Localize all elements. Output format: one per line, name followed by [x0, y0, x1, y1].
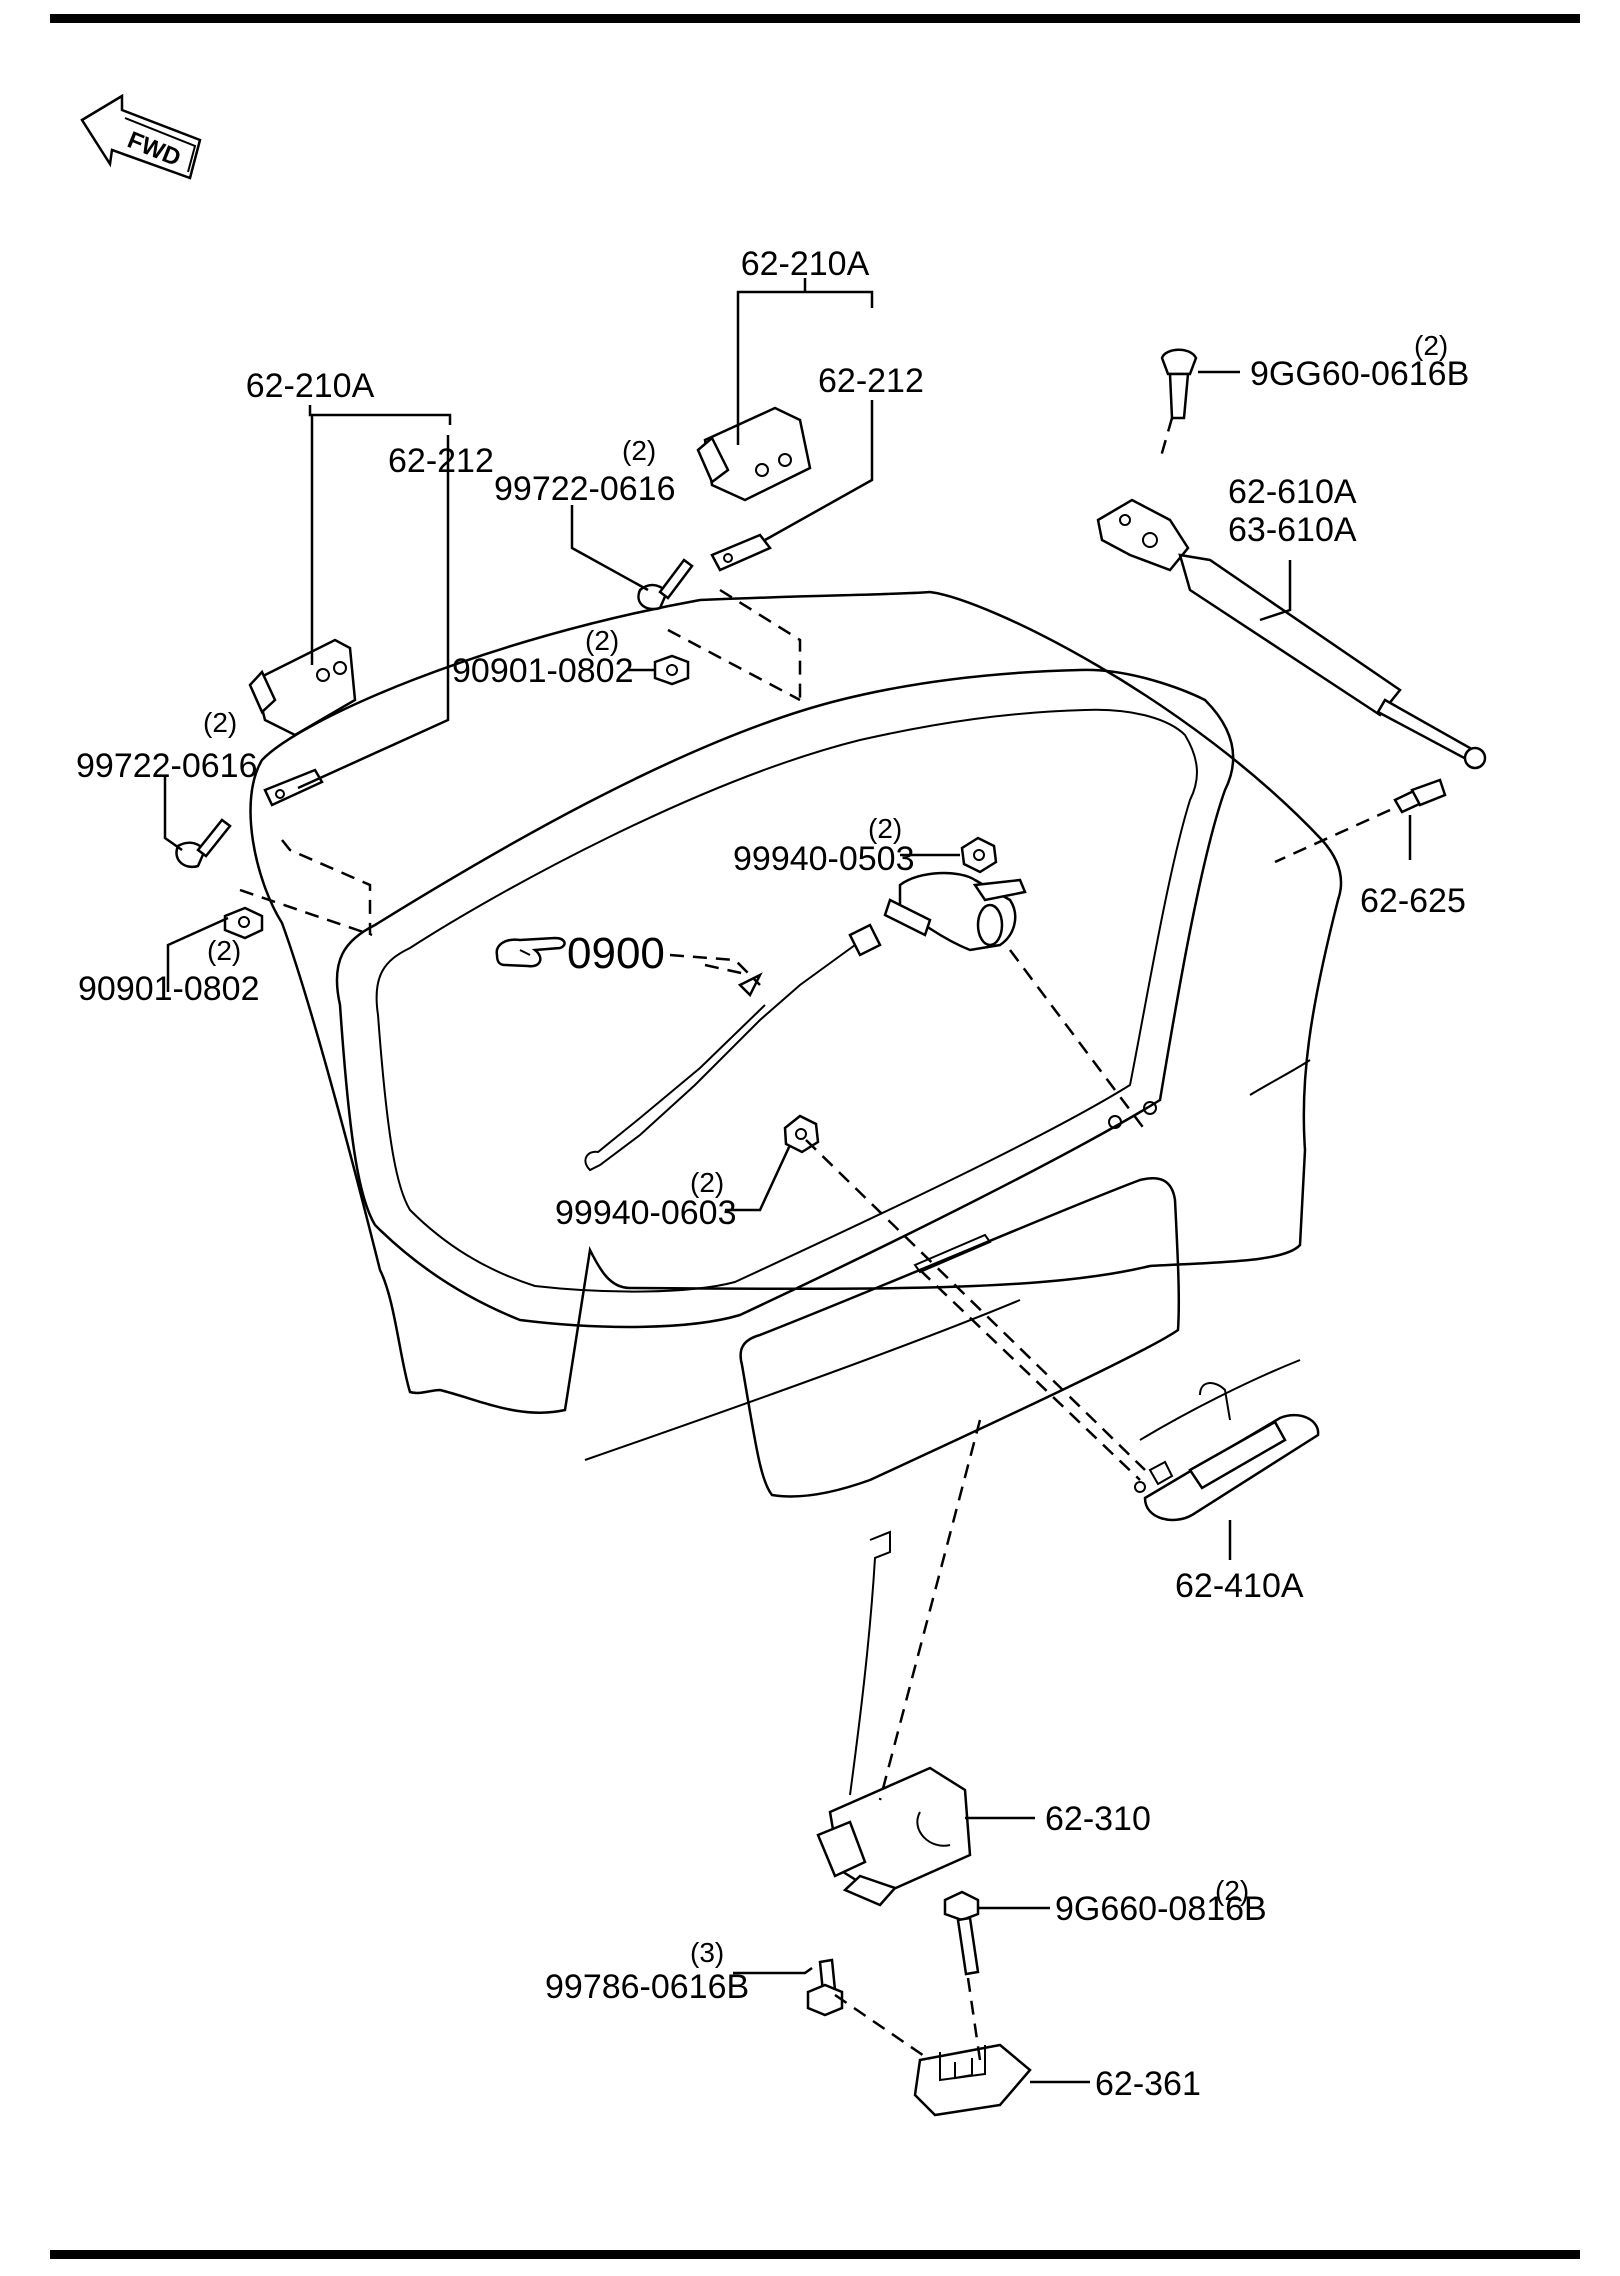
- label-latch-bolt: 99786-0616B: [545, 1968, 749, 2006]
- qty-nut-right: (2): [585, 625, 619, 656]
- ball-stud: [1393, 778, 1447, 814]
- nut-left: [223, 906, 264, 940]
- striker: [913, 2043, 1032, 2117]
- latch-bolt: [806, 1958, 844, 2017]
- label-ball-stud: 62-625: [1360, 882, 1466, 920]
- wiper-nut: [960, 836, 998, 874]
- label-handle: 62-410A: [1175, 1567, 1304, 1605]
- qty-nut-left: (2): [207, 935, 241, 966]
- label-wiper-ref: 0900: [567, 929, 665, 978]
- liftgate-panel: [249, 590, 1343, 1498]
- nut-right: [653, 654, 690, 686]
- label-lock: 62-310: [1045, 1800, 1151, 1838]
- label-glass-nut: 99940-0603: [555, 1194, 737, 1232]
- bottom-rule: [50, 2250, 1580, 2259]
- label-hinge-assy-right: 62-210A: [741, 245, 870, 283]
- label-striker: 62-361: [1095, 2065, 1201, 2103]
- label-hinge-left: 62-212: [388, 442, 494, 480]
- top-rule: [50, 14, 1580, 23]
- qty-glass-nut: (2): [690, 1167, 724, 1198]
- hinge-left: [248, 638, 357, 807]
- lock-bolt: [943, 1890, 980, 1976]
- lock-cable: [849, 1530, 891, 1796]
- qty-lock-bolt: (2): [1215, 1875, 1249, 1906]
- label-hinge-right: 62-212: [818, 362, 924, 400]
- fwd-arrow-icon: FWD: [80, 93, 202, 180]
- label-bolt-hinge-right: 99722-0616: [494, 470, 676, 508]
- leader-lines: [163, 278, 1412, 2084]
- label-wiper-nut: 99940-0503: [733, 840, 915, 878]
- callout-labels: 62-210A 62-212 (2) 99722-0616 (2) 90901-…: [76, 245, 1469, 2103]
- qty-bolt-hinge-right: (2): [622, 435, 656, 466]
- wiper-linkage: [584, 944, 856, 1172]
- bolt-hinge-right: [637, 558, 694, 611]
- label-damper-a: 62-610A: [1228, 473, 1357, 511]
- label-nut-right: 90901-0802: [452, 652, 634, 690]
- label-damper-b: 63-610A: [1228, 511, 1357, 549]
- gas-damper: [1096, 498, 1487, 770]
- qty-latch-bolt: (3): [690, 1937, 724, 1968]
- pointing-hand-icon: [495, 936, 566, 968]
- qty-bolt-hinge-left: (2): [203, 707, 237, 738]
- liftgate-handle: [1134, 1382, 1320, 1522]
- wiper-motor: [848, 871, 1027, 957]
- label-lock-bolt: 9G660-0816B: [1055, 1890, 1267, 1928]
- label-nut-left: 90901-0802: [78, 970, 260, 1008]
- label-hinge-assy-left: 62-210A: [246, 367, 375, 405]
- qty-damper-bolt: (2): [1414, 330, 1448, 361]
- hinge-right: [696, 406, 812, 572]
- qty-wiper-nut: (2): [868, 813, 902, 844]
- label-bolt-hinge-left: 99722-0616: [76, 747, 258, 785]
- liftgate-lock: [816, 1766, 972, 1907]
- damper-bolt: [1160, 348, 1198, 420]
- label-damper-bolt: 9GG60-0616B: [1250, 355, 1469, 393]
- assembly-lines: [239, 417, 1391, 2062]
- bolt-hinge-left: [175, 818, 232, 869]
